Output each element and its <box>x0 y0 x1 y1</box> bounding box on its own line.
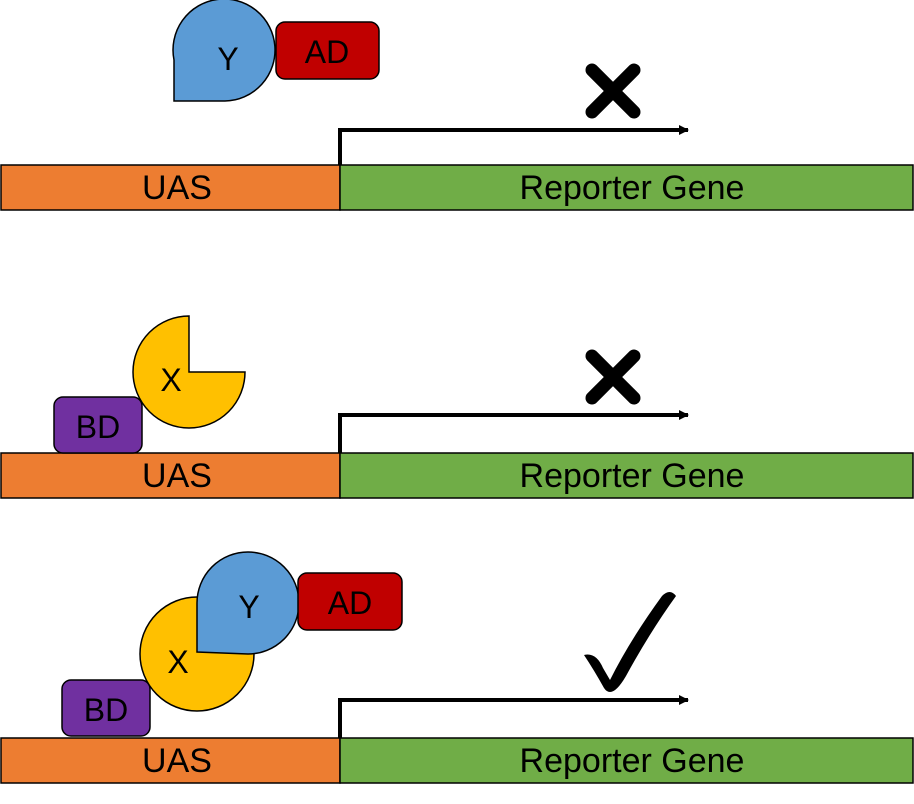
reporter-gene-label: Reporter Gene <box>520 457 745 495</box>
reporter-gene-segment <box>339 452 914 499</box>
protein-y-label: Y <box>217 41 238 77</box>
protein-x-shape <box>132 315 246 429</box>
protein-y-shape <box>172 0 276 102</box>
binding-domain-label: BD <box>76 409 120 445</box>
reporter-gene-segment <box>339 164 914 211</box>
transcription-arrow <box>338 695 689 738</box>
binding-domain <box>53 396 143 454</box>
reporter-gene-label: Reporter Gene <box>520 742 745 780</box>
panel-2: UAS Reporter Gene BD X <box>0 315 914 499</box>
uas-segment <box>0 164 341 211</box>
protein-x-label: X <box>160 362 181 398</box>
protein-y-shape <box>196 551 300 655</box>
transcription-arrow <box>338 125 689 165</box>
activation-domain <box>275 21 380 80</box>
activation-domain <box>297 572 403 631</box>
cross-icon <box>585 349 641 405</box>
reporter-gene-segment <box>339 737 914 784</box>
protein-x-label: X <box>167 644 188 680</box>
panel-3: UAS Reporter Gene BD X Y AD <box>0 551 914 784</box>
reporter-gene-label: Reporter Gene <box>520 169 745 207</box>
uas-label: UAS <box>142 457 212 495</box>
uas-label: UAS <box>142 742 212 780</box>
uas-segment <box>0 452 341 499</box>
panel-1: UAS Reporter Gene Y AD <box>0 0 914 211</box>
transcription-arrow <box>338 410 689 453</box>
activation-domain-label: AD <box>328 585 372 621</box>
protein-y-label: Y <box>238 589 259 625</box>
uas-label: UAS <box>142 169 212 207</box>
binding-domain <box>61 679 151 737</box>
cross-icon <box>585 63 641 119</box>
binding-domain-label: BD <box>84 692 128 728</box>
activation-domain-label: AD <box>305 34 349 70</box>
check-icon <box>584 592 676 692</box>
